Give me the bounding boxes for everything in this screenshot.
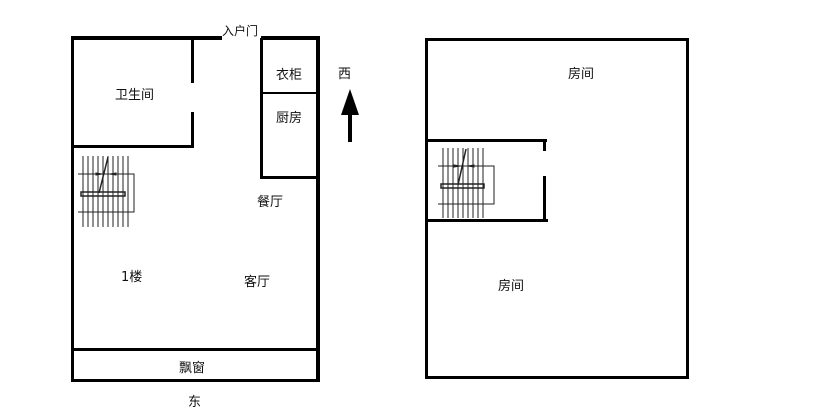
f2-stair-wall-right-upper <box>543 139 546 151</box>
kitchen-wall-left <box>260 38 263 178</box>
wardrobe-kitchen-divider <box>260 92 318 94</box>
bathroom-wall-right-upper <box>191 36 194 83</box>
wardrobe-label: 衣柜 <box>276 68 303 83</box>
east-label: 东 <box>188 395 202 410</box>
bathroom-wall-right-lower <box>191 112 194 148</box>
bathroom-label: 卫生间 <box>115 88 155 103</box>
f2-room-upper-label: 房间 <box>568 67 595 82</box>
f2-wall-top <box>425 38 689 41</box>
kitchen-label: 厨房 <box>276 111 303 126</box>
wall-top-right <box>261 36 319 40</box>
f2-stair-wall-right-lower <box>543 176 546 222</box>
wall-bottom <box>71 379 320 382</box>
direction-arrow-icon <box>341 89 359 142</box>
staircase-floor-2-icon <box>438 148 495 218</box>
floor-1-label: 1楼 <box>121 270 143 285</box>
f2-wall-bottom <box>425 376 689 379</box>
entrance-label: 入户门 <box>222 24 259 38</box>
bathroom-wall-bottom <box>71 145 194 148</box>
wall-top-left <box>71 36 222 40</box>
living-room-label: 客厅 <box>244 275 271 290</box>
f2-wall-right <box>686 38 689 379</box>
f2-wall-left <box>425 38 428 379</box>
bay-window-label: 飘窗 <box>179 361 206 376</box>
wall-left <box>71 36 74 382</box>
dining-label: 餐厅 <box>257 195 284 210</box>
kitchen-wall-bottom <box>260 176 318 179</box>
bay-window-wall <box>71 348 320 351</box>
f2-room-lower-label: 房间 <box>498 279 525 294</box>
f2-stair-wall-bottom <box>425 219 548 222</box>
staircase-floor-1-icon <box>78 156 135 227</box>
west-label: 西 <box>338 67 352 82</box>
f2-stair-wall-top <box>425 139 547 142</box>
wall-right <box>316 36 320 382</box>
